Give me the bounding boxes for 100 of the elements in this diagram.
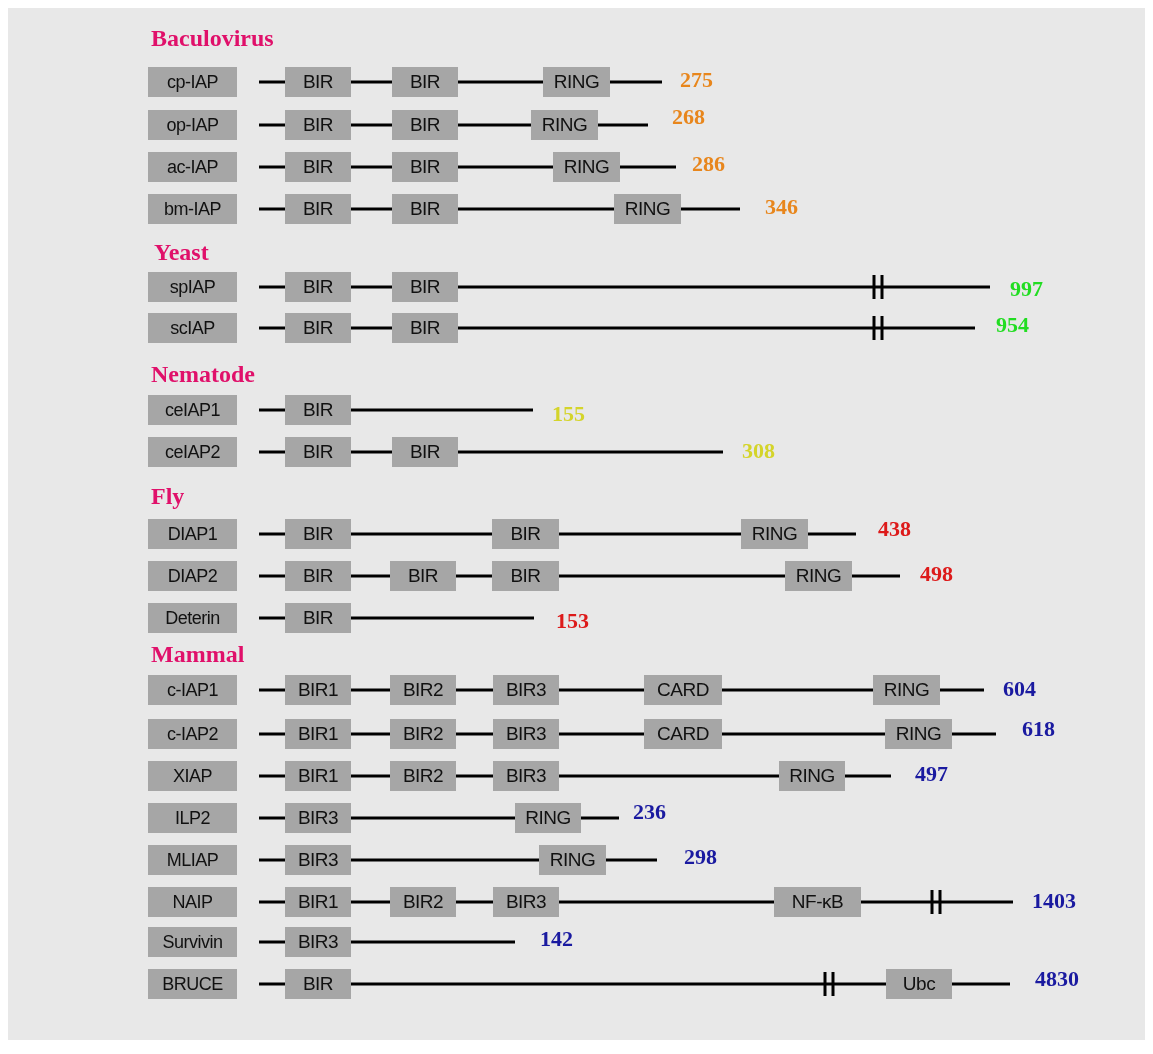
length-value: 346: [765, 196, 798, 218]
backbone-line: [259, 207, 285, 211]
backbone-line: [351, 688, 390, 692]
backbone-line: [351, 900, 390, 904]
backbone-line: [559, 774, 779, 778]
backbone-line: [456, 732, 493, 736]
backbone-line: [351, 858, 539, 862]
domain-box: BIR: [492, 561, 559, 591]
domain-box: BIR3: [285, 927, 351, 957]
protein-name-box: bm-IAP: [148, 194, 237, 224]
protein-name-box: scIAP: [148, 313, 237, 343]
domain-box: RING: [779, 761, 845, 791]
backbone-line: [351, 940, 515, 944]
length-value: 155: [552, 403, 585, 425]
domain-box: BIR: [285, 603, 351, 633]
protein-name-box: c-IAP1: [148, 675, 237, 705]
backbone-line: [351, 326, 392, 330]
length-value: 498: [920, 563, 953, 585]
domain-box: BIR: [392, 152, 458, 182]
backbone-line: [852, 574, 900, 578]
backbone-line: [259, 123, 285, 127]
domain-box: Ubc: [886, 969, 952, 999]
protein-name-box: ac-IAP: [148, 152, 237, 182]
backbone-line: [259, 532, 285, 536]
domain-box: RING: [515, 803, 581, 833]
protein-name-box: spIAP: [148, 272, 237, 302]
backbone-line: [259, 900, 285, 904]
backbone-line: [259, 165, 285, 169]
backbone-line: [722, 688, 873, 692]
backbone-line: [456, 774, 493, 778]
backbone-line: [458, 80, 543, 84]
backbone-line: [952, 732, 996, 736]
domain-box: BIR1: [285, 761, 351, 791]
backbone-line: [458, 165, 553, 169]
length-value: 275: [680, 69, 713, 91]
length-value: 497: [915, 763, 948, 785]
domain-box: BIR3: [493, 719, 559, 749]
domain-box: NF-κB: [774, 887, 861, 917]
domain-box: BIR: [285, 272, 351, 302]
protein-name-box: ceIAP1: [148, 395, 237, 425]
length-value: 4830: [1035, 968, 1079, 990]
backbone-line: [559, 732, 644, 736]
domain-box: BIR3: [493, 761, 559, 791]
domain-box: RING: [539, 845, 606, 875]
backbone-line: [351, 80, 392, 84]
domain-box: BIR: [390, 561, 456, 591]
length-value: 604: [1003, 678, 1036, 700]
backbone-line: [259, 616, 285, 620]
domain-box: BIR: [285, 969, 351, 999]
domain-box: BIR3: [285, 845, 351, 875]
backbone-line: [259, 688, 285, 692]
backbone-line: [456, 574, 492, 578]
domain-box: BIR: [285, 67, 351, 97]
backbone-line: [259, 732, 285, 736]
protein-name-box: MLIAP: [148, 845, 237, 875]
backbone-line: [606, 858, 657, 862]
protein-name-box: DIAP1: [148, 519, 237, 549]
group-heading: Baculovirus: [151, 26, 274, 50]
backbone-line: [259, 574, 285, 578]
backbone-line: [581, 816, 619, 820]
group-heading: Nematode: [151, 362, 255, 386]
backbone-line: [845, 774, 891, 778]
backbone-line: [610, 80, 662, 84]
backbone-line: [559, 688, 644, 692]
domain-box: CARD: [644, 719, 722, 749]
protein-name-box: ceIAP2: [148, 437, 237, 467]
domain-box: RING: [553, 152, 620, 182]
protein-name-box: cp-IAP: [148, 67, 237, 97]
backbone-line: [351, 285, 392, 289]
length-value: 308: [742, 440, 775, 462]
domain-box: RING: [741, 519, 808, 549]
backbone-line: [351, 165, 392, 169]
protein-name-box: XIAP: [148, 761, 237, 791]
protein-name-box: c-IAP2: [148, 719, 237, 749]
domain-box: BIR: [392, 313, 458, 343]
domain-box: BIR: [392, 437, 458, 467]
domain-box: BIR: [285, 194, 351, 224]
backbone-line: [559, 900, 774, 904]
backbone-line: [681, 207, 740, 211]
backbone-line: [722, 732, 885, 736]
domain-box: BIR1: [285, 719, 351, 749]
backbone-line: [458, 207, 614, 211]
domain-box: RING: [785, 561, 852, 591]
backbone-line: [259, 285, 285, 289]
backbone-line: [598, 123, 648, 127]
domain-box: BIR: [285, 313, 351, 343]
domain-box: BIR: [285, 110, 351, 140]
domain-box: BIR: [392, 110, 458, 140]
length-value: 438: [878, 518, 911, 540]
protein-name-box: Survivin: [148, 927, 237, 957]
backbone-line: [259, 982, 285, 986]
domain-box: BIR3: [285, 803, 351, 833]
backbone-line: [351, 816, 515, 820]
length-value: 153: [556, 610, 589, 632]
backbone-line: [351, 450, 392, 454]
backbone-line: [259, 326, 285, 330]
backbone-line: [458, 450, 723, 454]
domain-box: BIR1: [285, 675, 351, 705]
backbone-line: [351, 408, 533, 412]
domain-box: RING: [885, 719, 952, 749]
